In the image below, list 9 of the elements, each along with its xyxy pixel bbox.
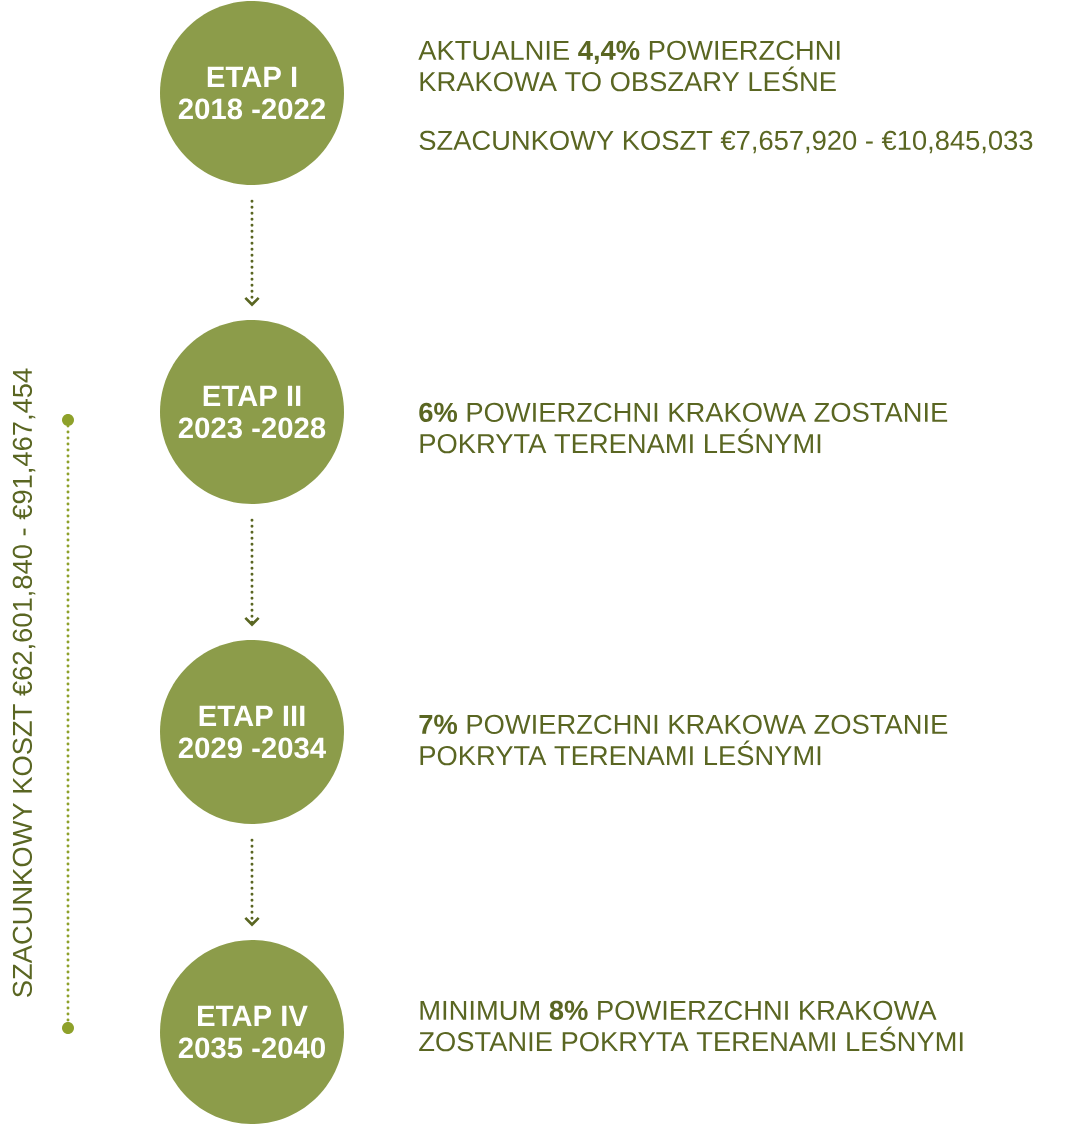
- description-text: AKTUALNIE 4,4% POWIERZCHNI KRAKOWA TO OBSZARY LEŚNE: [418, 40, 840, 92]
- description-text: SZACUNKOWY KOSZT €7,657,920 - €10,845,033: [419, 130, 1033, 154]
- description-text: 7% POWIERZCHNI KRAKOWA ZOSTANIE POKRYTA TERENAMI LEŚNYMI: [419, 714, 948, 766]
- rotated-label: SZACUNKOWY KOSZT €62,601,840 - €91,467,454: [12, 368, 36, 997]
- arrow: [244, 518, 260, 627]
- description-text: 6% POWIERZCHNI KRAKOWA ZOSTANIE POKRYTA TERENAMI LEŚNYMI: [419, 402, 948, 454]
- description-text: MINIMUM 8% POWIERZCHNI KRAKOWA ZOSTANIE POKRYTA TERENAMI LEŚNYMI: [419, 1000, 963, 1052]
- arrow: [244, 199, 260, 307]
- arrow: [244, 838, 260, 927]
